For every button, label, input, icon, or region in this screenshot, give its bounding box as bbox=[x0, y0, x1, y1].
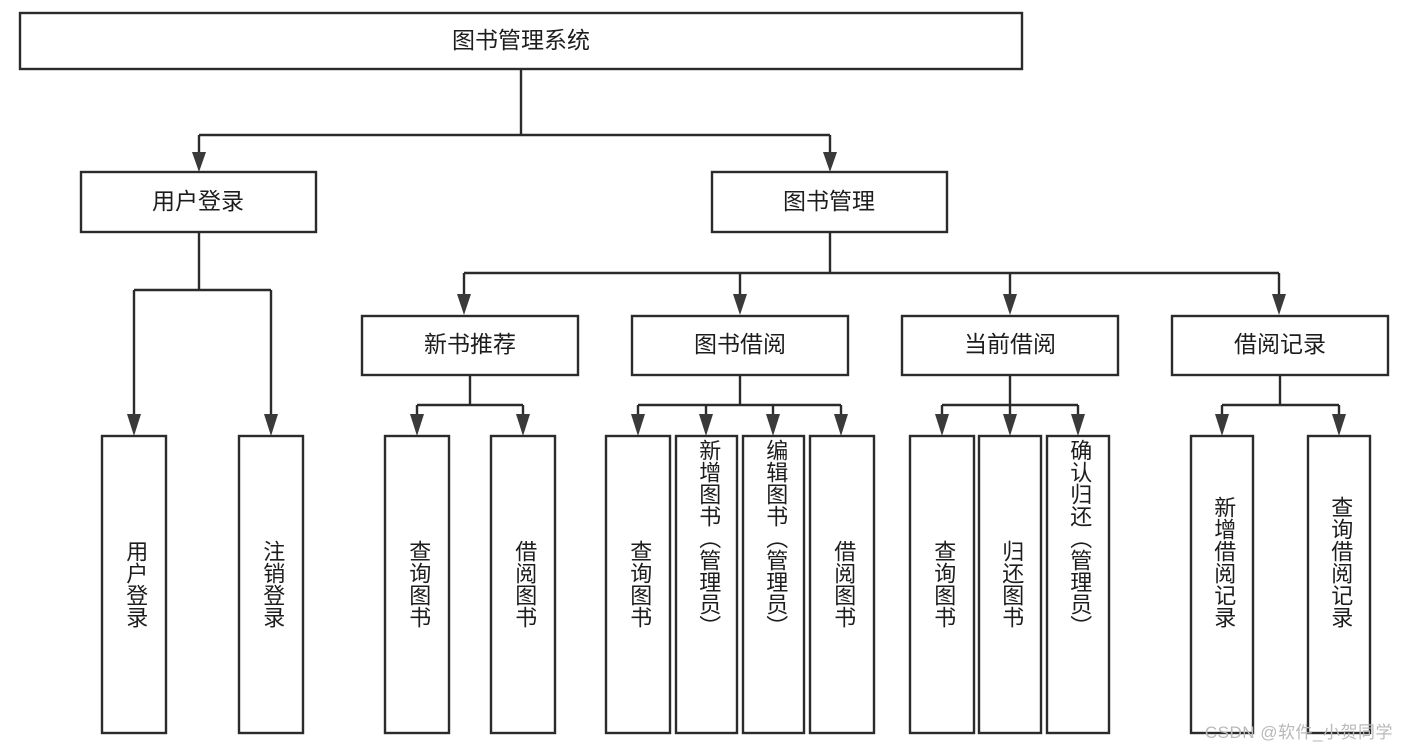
arrow-head-icon bbox=[1272, 294, 1286, 315]
node-leaf-edit-book-box[interactable] bbox=[741, 434, 806, 735]
arrow-head-icon bbox=[516, 414, 530, 436]
node-leaf-query-book-3-label: 查询图书 bbox=[931, 540, 956, 628]
node-new-book-recommend-box[interactable] bbox=[360, 314, 580, 377]
arrow-head-icon bbox=[733, 294, 747, 315]
node-current-borrow[interactable]: 当前借阅 bbox=[900, 314, 1120, 377]
arrow-head-icon bbox=[1003, 294, 1017, 315]
node-leaf-query-record-box[interactable] bbox=[1306, 434, 1372, 735]
node-user-login-box[interactable] bbox=[79, 170, 318, 234]
node-leaf-edit-book[interactable]: 编辑图书（管理员） bbox=[741, 434, 806, 735]
node-borrow-record[interactable]: 借阅记录 bbox=[1170, 314, 1390, 377]
node-leaf-query-record[interactable]: 查询借阅记录 bbox=[1306, 434, 1372, 735]
node-new-book-recommend[interactable]: 新书推荐 bbox=[360, 314, 580, 377]
node-leaf-add-record-label: 新增借阅记录 bbox=[1211, 496, 1236, 628]
node-leaf-add-book-box[interactable] bbox=[674, 434, 739, 735]
node-user-login-label: 用户登录 bbox=[152, 188, 244, 214]
arrow-head-icon bbox=[127, 414, 141, 436]
node-leaf-confirm-return-box[interactable] bbox=[1045, 434, 1111, 735]
arrow-head-icon bbox=[457, 294, 471, 315]
node-root[interactable]: 图书管理系统 bbox=[18, 11, 1024, 71]
node-leaf-confirm-return[interactable]: 确认归还（管理员） bbox=[1045, 434, 1111, 735]
node-book-manage-box[interactable] bbox=[710, 170, 949, 234]
node-leaf-user-logout[interactable]: 注销登录 bbox=[237, 434, 305, 735]
node-leaf-add-book[interactable]: 新增图书（管理员） bbox=[674, 434, 739, 735]
node-leaf-borrow-book-1-label: 借阅图书 bbox=[512, 540, 537, 628]
arrow-head-icon bbox=[631, 414, 645, 436]
node-current-borrow-box[interactable] bbox=[900, 314, 1120, 377]
node-leaf-add-record-box[interactable] bbox=[1189, 434, 1255, 735]
node-leaf-query-record-label: 查询借阅记录 bbox=[1328, 496, 1353, 628]
node-current-borrow-label: 当前借阅 bbox=[964, 331, 1056, 357]
node-leaf-confirm-return-label: 确认归还（管理员） bbox=[1067, 439, 1092, 637]
arrow-head-icon bbox=[1071, 414, 1085, 436]
node-book-borrow-box[interactable] bbox=[630, 314, 850, 377]
node-leaf-borrow-book-1[interactable]: 借阅图书 bbox=[489, 434, 557, 735]
node-leaf-edit-book-label: 编辑图书（管理员） bbox=[763, 439, 788, 637]
node-user-login[interactable]: 用户登录 bbox=[79, 170, 318, 234]
node-leaf-query-book-2-box[interactable] bbox=[604, 434, 672, 735]
node-leaf-user-login-box[interactable] bbox=[100, 434, 168, 735]
arrow-head-icon bbox=[834, 414, 848, 436]
node-leaf-borrow-book-1-box[interactable] bbox=[489, 434, 557, 735]
arrow-head-icon bbox=[264, 414, 278, 436]
node-leaf-user-login[interactable]: 用户登录 bbox=[100, 434, 168, 735]
arrow-head-icon bbox=[823, 152, 837, 172]
node-root-box[interactable] bbox=[18, 11, 1024, 71]
node-leaf-user-login-label: 用户登录 bbox=[123, 540, 148, 628]
node-leaf-query-book-1[interactable]: 查询图书 bbox=[383, 434, 451, 735]
node-leaf-query-book-3[interactable]: 查询图书 bbox=[908, 434, 976, 735]
arrow-head-icon bbox=[699, 414, 713, 436]
arrow-head-icon bbox=[766, 414, 780, 436]
arrow-head-icon bbox=[1332, 414, 1346, 436]
node-leaf-user-logout-box[interactable] bbox=[237, 434, 305, 735]
node-new-book-recommend-label: 新书推荐 bbox=[424, 331, 516, 357]
node-leaf-borrow-book-2-label: 借阅图书 bbox=[831, 540, 856, 628]
node-leaf-query-book-1-label: 查询图书 bbox=[406, 540, 431, 628]
node-leaf-query-book-2-label: 查询图书 bbox=[627, 540, 652, 628]
node-root-label: 图书管理系统 bbox=[452, 27, 590, 53]
connector-layer bbox=[127, 69, 1346, 436]
node-leaf-query-book-3-box[interactable] bbox=[908, 434, 976, 735]
node-leaf-add-book-label: 新增图书（管理员） bbox=[696, 439, 721, 637]
node-borrow-record-box[interactable] bbox=[1170, 314, 1390, 377]
node-borrow-record-label: 借阅记录 bbox=[1234, 331, 1326, 357]
node-leaf-add-record[interactable]: 新增借阅记录 bbox=[1189, 434, 1255, 735]
arrow-head-icon bbox=[192, 152, 206, 172]
node-book-manage[interactable]: 图书管理 bbox=[710, 170, 949, 234]
node-leaf-return-book-label: 归还图书 bbox=[999, 540, 1024, 628]
arrow-head-icon bbox=[1003, 414, 1017, 436]
node-leaf-query-book-1-box[interactable] bbox=[383, 434, 451, 735]
node-leaf-user-logout-label: 注销登录 bbox=[260, 540, 285, 628]
node-leaf-return-book-box[interactable] bbox=[977, 434, 1043, 735]
node-book-borrow-label: 图书借阅 bbox=[694, 331, 786, 357]
node-leaf-return-book[interactable]: 归还图书 bbox=[977, 434, 1043, 735]
node-book-borrow[interactable]: 图书借阅 bbox=[630, 314, 850, 377]
arrow-head-icon bbox=[410, 414, 424, 436]
node-book-manage-label: 图书管理 bbox=[783, 188, 875, 214]
arrow-head-icon bbox=[935, 414, 949, 436]
node-leaf-borrow-book-2-box[interactable] bbox=[808, 434, 876, 735]
node-leaf-borrow-book-2[interactable]: 借阅图书 bbox=[808, 434, 876, 735]
arrow-head-icon bbox=[1215, 414, 1229, 436]
node-leaf-query-book-2[interactable]: 查询图书 bbox=[604, 434, 672, 735]
